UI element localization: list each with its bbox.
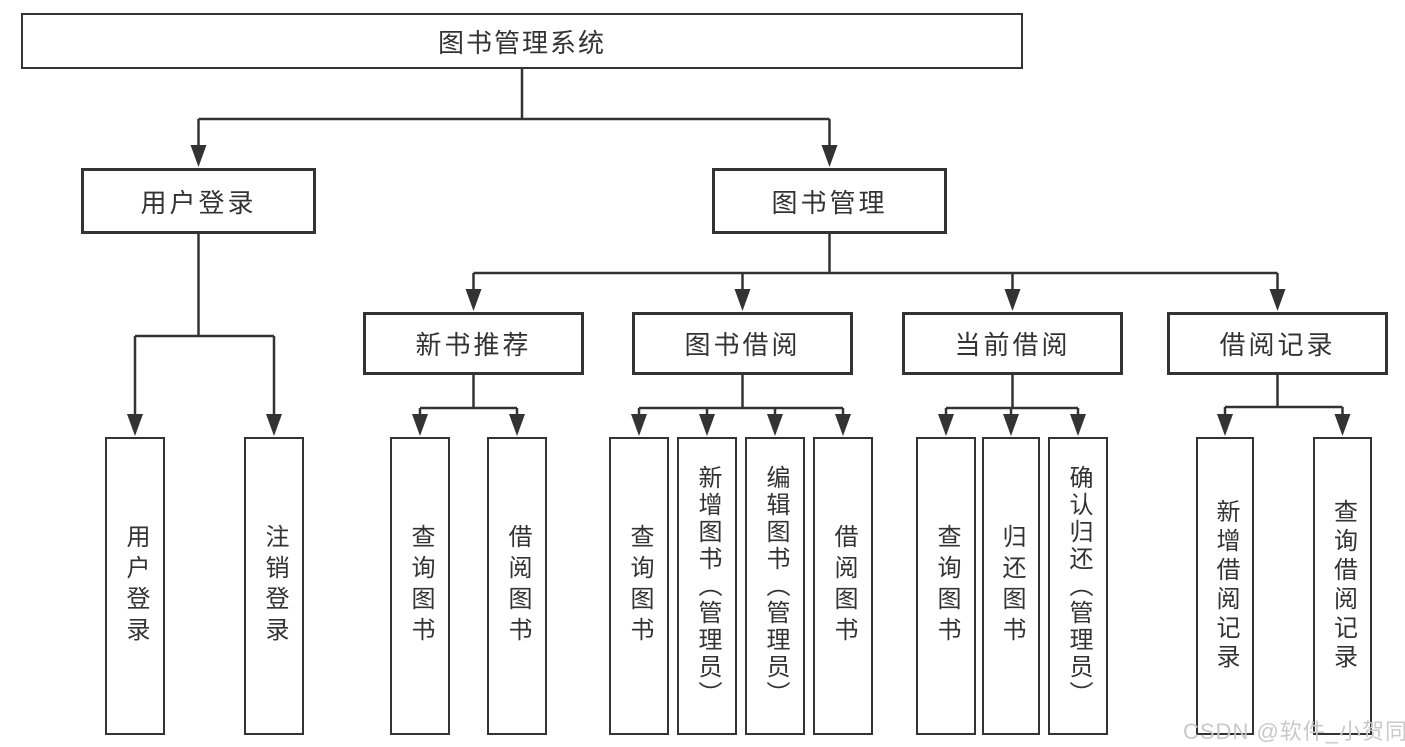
node-label: 新书推荐 [415, 330, 532, 360]
node-new-book-recommend: 新书推荐 [363, 312, 584, 375]
leaf-add-books-admin: 新增图书（管理员） [677, 437, 737, 735]
node-book-management-branch: 图书管理 [712, 168, 947, 234]
leaf-return-books: 归还图书 [982, 437, 1040, 735]
node-label: 图书管理系统 [437, 27, 606, 58]
node-label: 查询图书 [407, 524, 434, 648]
csdn-watermark: CSDN @软件_小贺同学 [1183, 719, 1405, 744]
node-label: 用户登录 [140, 187, 257, 218]
node-book-borrow: 图书借阅 [632, 312, 853, 375]
leaf-query-books-current: 查询图书 [916, 437, 976, 735]
node-label: 归还图书 [998, 524, 1025, 648]
node-label: 借阅记录 [1219, 330, 1336, 360]
leaf-add-borrow-record: 新增借阅记录 [1196, 437, 1254, 735]
node-user-login-branch: 用户登录 [81, 168, 316, 234]
node-label: 注销登录 [261, 524, 288, 648]
node-label: 借阅图书 [504, 524, 531, 648]
leaf-borrow-books: 借阅图书 [813, 437, 873, 735]
node-label: 查询图书 [626, 524, 653, 648]
node-label: 图书借阅 [684, 330, 801, 360]
leaf-query-books-borrow: 查询图书 [609, 437, 669, 735]
arrowhead-icons [127, 145, 1351, 436]
node-label: 图书管理 [771, 187, 888, 218]
node-library-management-system: 图书管理系统 [21, 13, 1023, 69]
node-label: 确认归还（管理员） [1065, 464, 1092, 708]
leaf-query-books-recommend: 查询图书 [390, 437, 450, 735]
node-label: 新增图书（管理员） [694, 464, 721, 708]
leaf-confirm-return-admin: 确认归还（管理员） [1048, 437, 1108, 735]
leaf-edit-books-admin: 编辑图书（管理员） [745, 437, 805, 735]
leaf-user-login: 用户登录 [105, 437, 165, 735]
node-label: 当前借阅 [954, 330, 1071, 360]
leaf-borrow-books-recommend: 借阅图书 [487, 437, 547, 735]
leaf-logout: 注销登录 [244, 437, 304, 735]
node-label: 新增借阅记录 [1212, 499, 1239, 673]
node-label: 查询借阅记录 [1329, 499, 1357, 673]
node-borrow-record: 借阅记录 [1167, 312, 1388, 375]
node-current-borrow: 当前借阅 [902, 312, 1123, 375]
node-label: 借阅图书 [830, 524, 857, 648]
leaf-query-borrow-record: 查询借阅记录 [1313, 437, 1372, 735]
node-label: 查询图书 [933, 524, 960, 648]
node-label: 用户登录 [122, 524, 149, 648]
node-label: 编辑图书（管理员） [762, 464, 789, 708]
